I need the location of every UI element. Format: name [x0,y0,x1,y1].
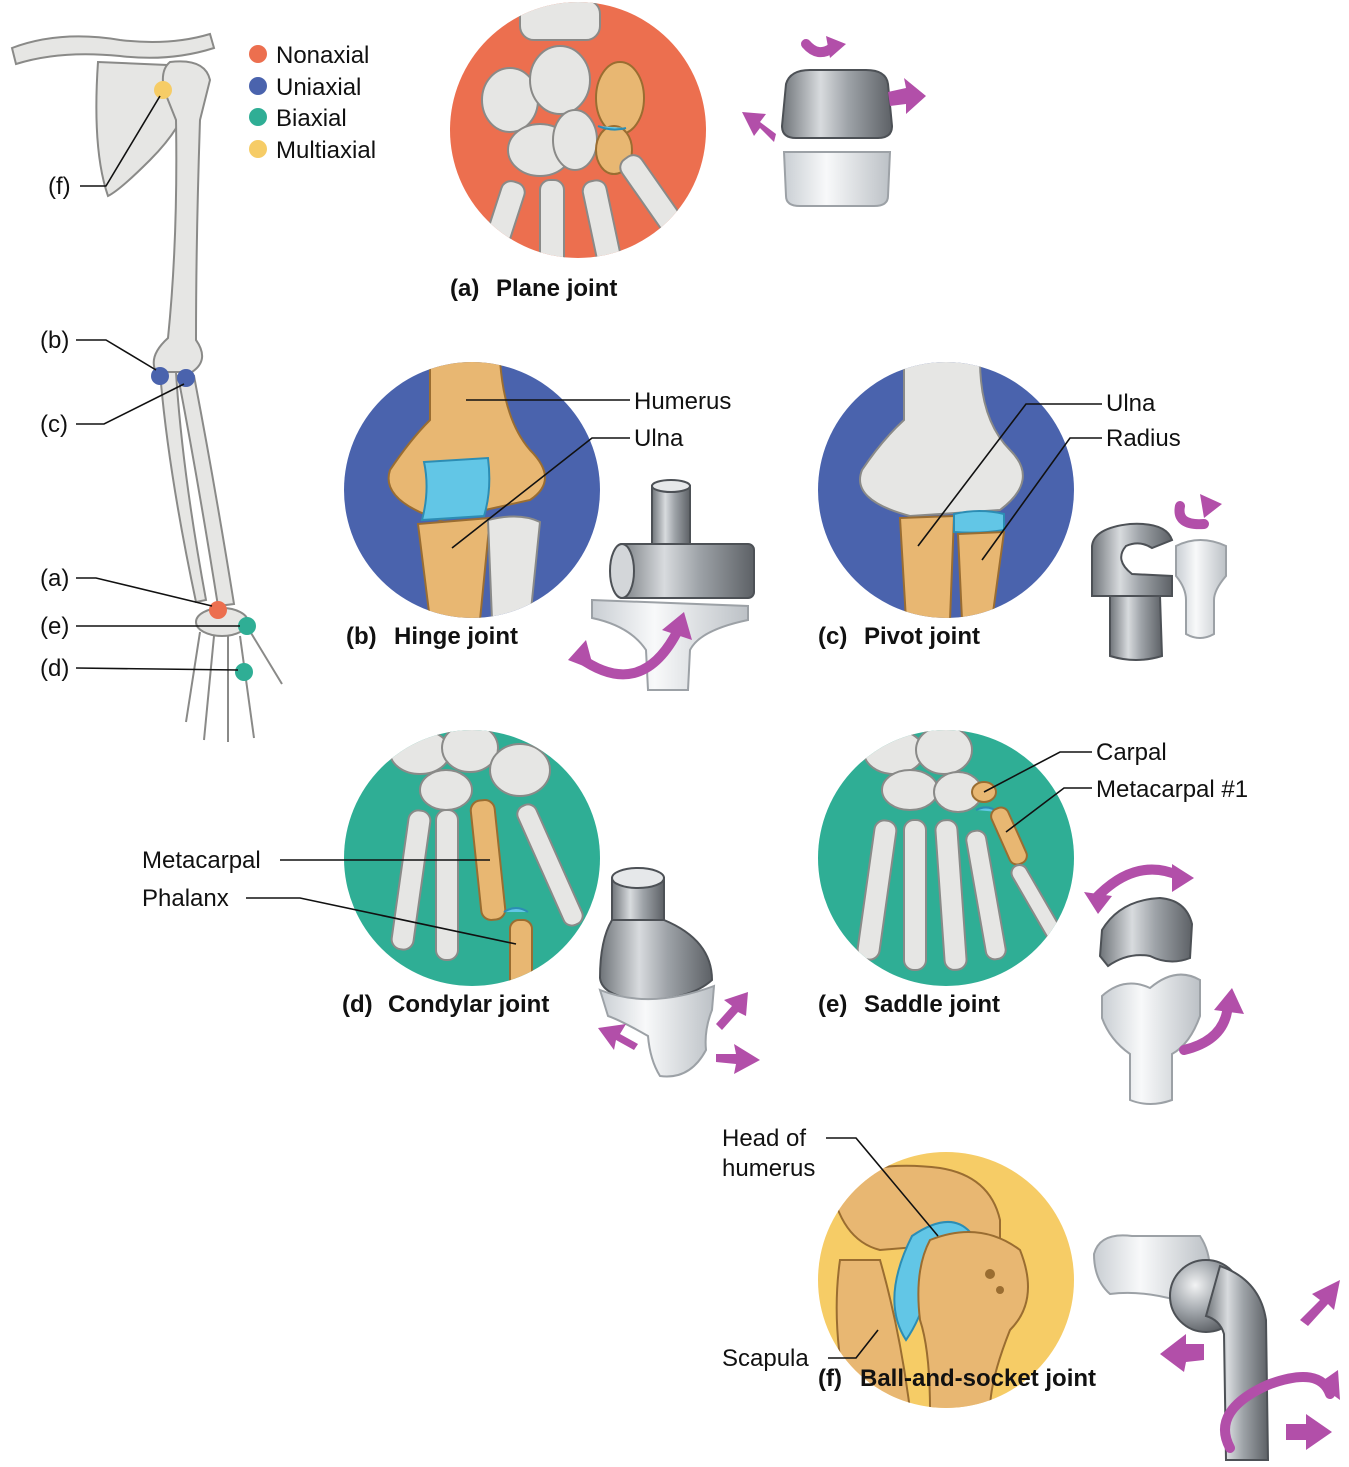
panel-c-caption-letter: (c) [818,623,847,650]
legend: Nonaxial Uniaxial Biaxial Multiaxial [249,42,376,164]
panel-e-arrowhead-right [1172,864,1194,892]
panel-c-model-pivot [1176,540,1226,638]
panel-b-label-humerus: Humerus [634,388,731,415]
panel-f-caption-letter: (f) [818,1365,842,1392]
panel-f-label-head-of: Head of [722,1125,806,1152]
panel-f-model-shaft [1206,1266,1268,1460]
marker-a-nonaxial [209,601,227,619]
panel-e-saddle-joint: (e) Saddle joint Carpal Metacarpal #1 [818,726,1248,1104]
legend-dot-biaxial [249,108,267,126]
marker-b-uniaxial [151,367,169,385]
panel-f-arrow-down-right [1286,1414,1332,1450]
panel-d-condylar-joint: (d) Condylar joint Metacarpal Phalanx [142,724,760,1076]
panel-d-caption-name: Condylar joint [388,991,549,1018]
legend-label-nonaxial: Nonaxial [276,42,369,69]
panel-a-arrow-left [742,112,776,142]
legend-dot-nonaxial [249,45,267,63]
panel-c-arrowhead [1200,494,1222,518]
legend-dot-uniaxial [249,77,267,95]
panel-e-caption-name: Saddle joint [864,991,1000,1018]
panel-f-caption-name: Ball-and-socket joint [860,1365,1096,1392]
panel-a-model-top [782,70,892,138]
panel-d-caption-letter: (d) [342,991,373,1018]
panel-e-label-metacarpal1: Metacarpal #1 [1096,776,1248,803]
marker-e-biaxial [238,617,256,635]
marker-f-multiaxial [154,81,172,99]
panel-f-label-scapula: Scapula [722,1345,809,1372]
panel-d-label-phalanx: Phalanx [142,885,229,912]
legend-label-uniaxial: Uniaxial [276,74,361,101]
panel-d-arrow-right [716,1044,760,1074]
panel-b-model-post-top [652,480,690,492]
panel-c-model-ring [1092,524,1172,596]
panel-e-arrowhead-left [1084,892,1112,914]
panel-c-pivot-joint: (c) Pivot joint Ulna Radius [818,360,1226,660]
panel-b-model-cylinder [616,544,754,598]
panel-d-model-condyle [600,920,712,1000]
marker-c-uniaxial [177,369,195,387]
panel-e-caption-letter: (e) [818,991,847,1018]
panel-e-model-top [1100,898,1192,966]
hand-bones [186,608,282,742]
panel-e-arrow-arc-top [1096,870,1180,898]
panel-a-model-bottom [784,152,890,206]
legend-label-biaxial: Biaxial [276,105,347,132]
panel-b-arrowhead-left [568,640,594,670]
panel-a-arrow-right [888,78,926,114]
arm-leader-d [76,668,238,670]
panel-b-label-ulna: Ulna [634,425,684,452]
panel-a-caption-letter: (a) [450,275,479,302]
panel-f-ball-and-socket-joint: (f) Ball-and-socket joint Head of humeru… [722,1125,1340,1460]
panel-e-model-bottom [1102,975,1200,1104]
arm-label-d: (d) [40,655,69,682]
arm-label-c: (c) [40,411,68,438]
panel-b-model-cylinder-end [610,544,634,598]
panel-e-label-carpal: Carpal [1096,739,1167,766]
panel-d-label-metacarpal: Metacarpal [142,847,261,874]
marker-d-biaxial [235,663,253,681]
panel-c-label-ulna: Ulna [1106,390,1156,417]
panel-b-caption-name: Hinge joint [394,623,518,650]
panel-c-caption-name: Pivot joint [864,623,980,650]
arm-leader-b [76,340,156,370]
arm-label-a: (a) [40,565,69,592]
panel-d-arrow-up [716,992,748,1030]
arm-label-e: (e) [40,613,69,640]
panel-f-arrow-up-right [1300,1280,1340,1326]
panel-f-label-humerus: humerus [722,1155,815,1182]
panel-c-model-stem [1110,596,1162,660]
panel-a-plane-joint: (a) Plane joint [450,0,926,302]
panel-b-hinge-joint: (b) Hinge joint Humerus Ulna [344,360,754,690]
panel-f-arrow-left [1160,1334,1204,1372]
panel-b-model-post [652,486,690,546]
legend-dot-multiaxial [249,140,267,158]
panel-d-model-stem-top [612,868,664,888]
panel-e-arrowhead-up [1214,988,1244,1014]
panel-c-label-radius: Radius [1106,425,1181,452]
arm-label-f: (f) [48,173,71,200]
arm-label-b: (b) [40,327,69,354]
legend-label-multiaxial: Multiaxial [276,137,376,164]
panel-b-caption-letter: (b) [346,623,377,650]
panel-a-caption-name: Plane joint [496,275,617,302]
panel-c-arrow-curve [1180,506,1205,524]
clavicle [12,34,214,64]
